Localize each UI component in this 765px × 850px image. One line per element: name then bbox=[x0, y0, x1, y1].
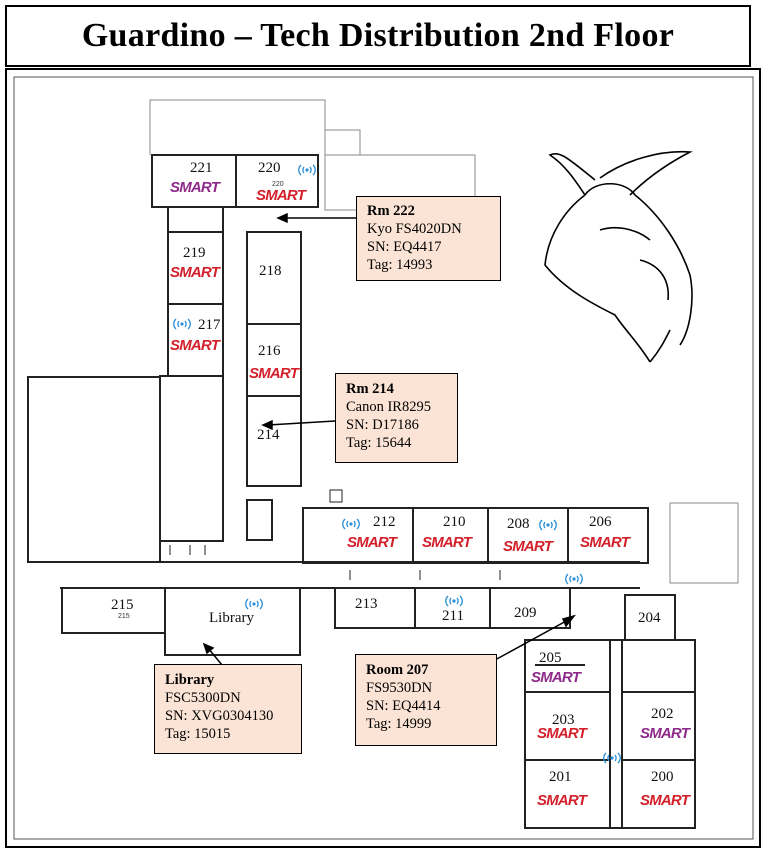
callout-rm-214-tag: Tag: 15644 bbox=[346, 435, 412, 451]
wifi-icon bbox=[603, 752, 621, 764]
callout-room-207: Room 207 FS9530DN SN: EQ4414 Tag: 14999 bbox=[355, 654, 497, 746]
room-208-label: 208 bbox=[507, 516, 530, 532]
callout-rm-222: Rm 222 Kyo FS4020DN SN: EQ4417 Tag: 1499… bbox=[356, 196, 501, 281]
smart-board-201: SMART bbox=[537, 792, 587, 809]
smart-board-200: SMART bbox=[640, 792, 690, 809]
room-202-label: 202 bbox=[651, 706, 674, 722]
room-218-label: 218 bbox=[259, 263, 282, 279]
wifi-icon bbox=[173, 318, 191, 330]
room-204-label: 204 bbox=[638, 610, 661, 626]
callout-library-model: FSC5300DN bbox=[165, 690, 241, 706]
room-200-label: 200 bbox=[651, 769, 674, 785]
room-210-label: 210 bbox=[443, 514, 466, 530]
smart-board-205: SMART bbox=[531, 669, 581, 686]
wifi-icon bbox=[445, 595, 463, 607]
room-212-label: 212 bbox=[373, 514, 396, 530]
room-215-small-label: 215 bbox=[118, 613, 130, 620]
callout-rm-222-model: Kyo FS4020DN bbox=[367, 221, 462, 237]
callout-room-207-head: Room 207 bbox=[366, 662, 429, 678]
smart-board-206: SMART bbox=[580, 534, 630, 551]
callout-rm-214: Rm 214 Canon IR8295 SN: D17186 Tag: 1564… bbox=[335, 373, 458, 463]
smart-board-217: SMART bbox=[170, 337, 220, 354]
callout-library-head: Library bbox=[165, 672, 215, 688]
wifi-icon bbox=[539, 519, 557, 531]
room-221-label: 221 bbox=[190, 160, 213, 176]
smart-board-202: SMART bbox=[640, 725, 690, 742]
callout-library-sn: SN: XVG0304130 bbox=[165, 708, 274, 724]
smart-board-221: SMART bbox=[170, 179, 220, 196]
callout-rm-214-sn: SN: D17186 bbox=[346, 417, 419, 433]
wifi-icon bbox=[245, 598, 263, 610]
library-label: Library bbox=[209, 610, 254, 626]
callout-rm-222-head: Rm 222 bbox=[367, 203, 415, 219]
room-209-label: 209 bbox=[514, 605, 537, 621]
viking-logo bbox=[544, 150, 693, 363]
callout-rm-214-model: Canon IR8295 bbox=[346, 399, 431, 415]
smart-board-220: SMART bbox=[256, 187, 306, 204]
room-217-label: 217 bbox=[198, 317, 221, 333]
room-220-small-label: 220 bbox=[272, 181, 284, 188]
callout-rm-222-tag: Tag: 14993 bbox=[367, 257, 433, 273]
smart-board-219: SMART bbox=[170, 264, 220, 281]
callout-library: Library FSC5300DN SN: XVG0304130 Tag: 15… bbox=[154, 664, 302, 754]
callout-rm-214-head: Rm 214 bbox=[346, 381, 394, 397]
page-title: Guardino – Tech Distribution 2nd Floor bbox=[81, 17, 675, 54]
smart-board-212: SMART bbox=[347, 534, 397, 551]
smart-board-210: SMART bbox=[422, 534, 472, 551]
wifi-icon bbox=[342, 518, 360, 530]
room-219-label: 219 bbox=[183, 245, 206, 261]
room-206-label: 206 bbox=[589, 514, 612, 530]
callout-room-207-sn: SN: EQ4414 bbox=[366, 698, 441, 714]
smart-board-208: SMART bbox=[503, 538, 553, 555]
room-211-label: 211 bbox=[442, 608, 464, 624]
room-215-label: 215 bbox=[111, 597, 134, 613]
room-213-label: 213 bbox=[355, 596, 378, 612]
smart-board-216: SMART bbox=[249, 365, 299, 382]
callout-room-207-model: FS9530DN bbox=[366, 680, 433, 696]
callout-room-207-tag: Tag: 14999 bbox=[366, 716, 432, 732]
room-205-label: 205 bbox=[539, 650, 562, 666]
callout-rm-222-sn: SN: EQ4417 bbox=[367, 239, 442, 255]
title-box: Guardino – Tech Distribution 2nd Floor bbox=[5, 5, 751, 67]
smart-board-203: SMART bbox=[537, 725, 587, 742]
room-203-label: 203 bbox=[552, 712, 575, 728]
room-216-label: 216 bbox=[258, 343, 281, 359]
room-220-label: 220 bbox=[258, 160, 281, 176]
callout-library-tag: Tag: 15015 bbox=[165, 726, 231, 742]
room-201-label: 201 bbox=[549, 769, 572, 785]
wifi-icon bbox=[298, 164, 316, 176]
room-214-label: 214 bbox=[257, 427, 280, 443]
wifi-icon bbox=[565, 573, 583, 585]
